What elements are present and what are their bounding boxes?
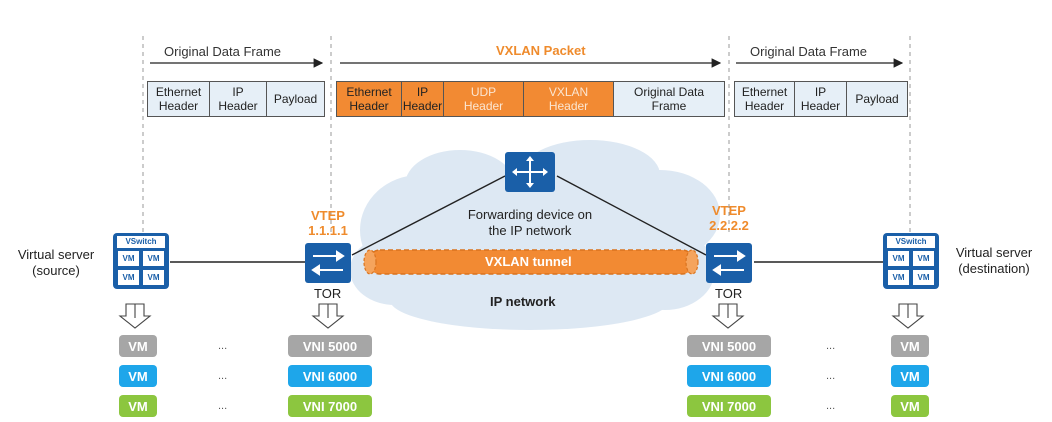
vm-icon: VM xyxy=(143,251,164,266)
frame-cell: IP Header xyxy=(210,82,267,116)
frame-cell: Ethernet Header xyxy=(148,82,210,116)
tor-left-label: TOR xyxy=(314,286,342,301)
vswitch-server-icon-right: VSwitch VM VM VM VM xyxy=(883,233,939,289)
ellipsis: ... xyxy=(826,400,836,412)
switch-icon-left xyxy=(305,243,351,283)
ellipsis: ... xyxy=(218,340,228,352)
router-icon xyxy=(505,152,555,192)
vxlan-tunnel xyxy=(363,249,699,275)
frame-cell: Original Data Frame xyxy=(614,82,724,116)
vm-icon: VM xyxy=(888,270,909,285)
vxlan-tunnel-label: VXLAN tunnel xyxy=(485,254,572,269)
ellipsis: ... xyxy=(826,370,836,382)
ellipsis: ... xyxy=(218,400,228,412)
vni-left-2: VNI 6000 xyxy=(288,365,372,387)
header-left-label: Original Data Frame xyxy=(164,44,282,59)
vtep-left-label: VTEP 1.1.1.1 xyxy=(308,208,348,238)
vm-left-1: VM xyxy=(119,335,157,357)
vm-icon: VM xyxy=(913,270,934,285)
frame-middle: Ethernet Header IP Header UDP Header VXL… xyxy=(336,81,725,117)
vm-icon: VM xyxy=(888,251,909,266)
tor-right-label: TOR xyxy=(715,286,743,301)
frame-cell: Payload xyxy=(847,82,907,116)
ip-network-label: IP network xyxy=(490,294,556,309)
ellipsis: ... xyxy=(826,340,836,352)
vm-right-3: VM xyxy=(891,395,929,417)
links xyxy=(170,175,883,263)
header-right-label: Original Data Frame xyxy=(750,44,868,59)
vm-right-2: VM xyxy=(891,365,929,387)
vm-icon: VM xyxy=(118,251,139,266)
dashed-guides xyxy=(142,36,911,232)
switch-icon-right xyxy=(706,243,752,283)
vm-icon: VM xyxy=(143,270,164,285)
frame-cell: Payload xyxy=(267,82,324,116)
header-middle-label: VXLAN Packet xyxy=(496,43,586,58)
vm-icon: VM xyxy=(118,270,139,285)
frame-right: Ethernet Header IP Header Payload xyxy=(734,81,908,117)
frame-cell: Ethernet Header xyxy=(735,82,795,116)
destination-server-label: Virtual server (destination) xyxy=(955,245,1033,276)
frame-cell: IP Header xyxy=(795,82,847,116)
vm-right-1: VM xyxy=(891,335,929,357)
frame-cell: Ethernet Header xyxy=(337,82,402,116)
vswitch-server-icon-left: VSwitch VM VM VM VM xyxy=(113,233,169,289)
vni-right-2: VNI 6000 xyxy=(687,365,771,387)
vm-icon: VM xyxy=(913,251,934,266)
vswitch-label: VSwitch xyxy=(117,236,165,248)
ellipsis: ... xyxy=(218,370,228,382)
vm-left-2: VM xyxy=(119,365,157,387)
frame-left: Ethernet Header IP Header Payload xyxy=(147,81,325,117)
frame-cell: VXLAN Header xyxy=(524,82,614,116)
vni-right-1: VNI 5000 xyxy=(687,335,771,357)
vm-left-3: VM xyxy=(119,395,157,417)
vni-left-3: VNI 7000 xyxy=(288,395,372,417)
forwarding-device-label: Forwarding device on the IP network xyxy=(467,207,593,238)
frame-cell: IP Header xyxy=(402,82,444,116)
vswitch-label: VSwitch xyxy=(887,236,935,248)
source-server-label: Virtual server (source) xyxy=(17,247,95,278)
vni-right-3: VNI 7000 xyxy=(687,395,771,417)
vni-left-1: VNI 5000 xyxy=(288,335,372,357)
vtep-right-label: VTEP 2.2.2.2 xyxy=(709,203,749,233)
frame-cell: UDP Header xyxy=(444,82,524,116)
